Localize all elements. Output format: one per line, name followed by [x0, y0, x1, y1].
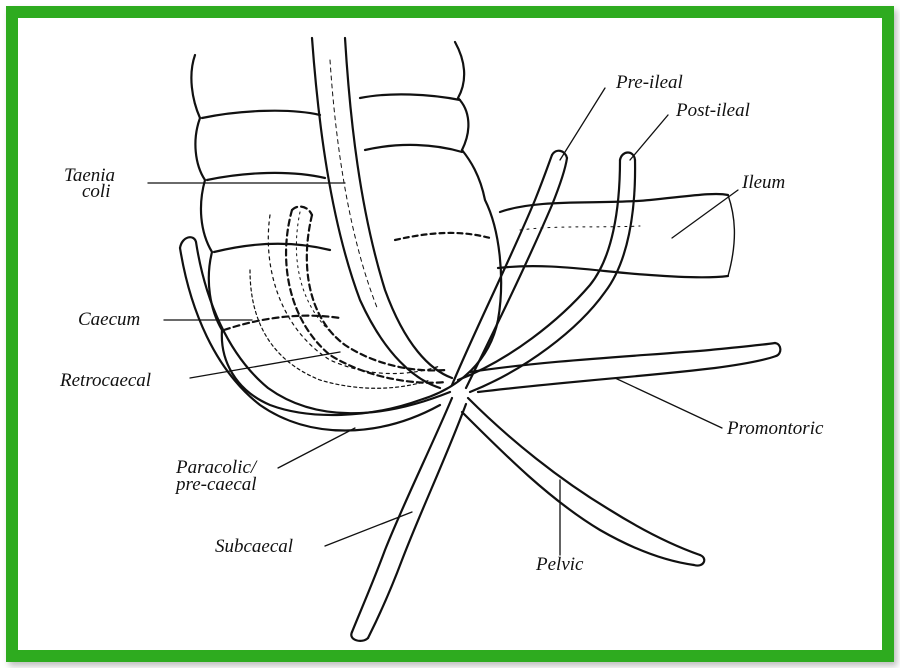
label-retrocaecal: Retrocaecal: [60, 371, 151, 390]
leader-pre-ileal: [560, 88, 605, 160]
caecum-drawing: [191, 42, 501, 415]
pelvic-appendix-drawing: [462, 398, 704, 566]
taenia-coli-drawing: [312, 38, 452, 388]
label-paracolic: Paracolic/ pre-caecal: [176, 459, 257, 493]
label-pre-ileal: Pre-ileal: [616, 73, 683, 92]
label-pelvic: Pelvic: [536, 555, 583, 574]
paracolic-appendix-drawing: [180, 237, 450, 430]
label-taenia-coli: Taenia coli: [64, 168, 115, 200]
label-taenia-coli-line2: coli: [64, 184, 115, 200]
label-subcaecal: Subcaecal: [215, 537, 293, 556]
label-promontoric: Promontoric: [727, 419, 823, 438]
leader-post-ileal: [630, 115, 668, 160]
leader-promontoric: [615, 378, 722, 428]
leader-retrocaecal: [190, 352, 340, 378]
leader-subcaecal: [325, 512, 412, 546]
pre-ileal-appendix-drawing: [452, 151, 567, 388]
subcaecal-appendix-drawing: [351, 398, 466, 641]
label-post-ileal: Post-ileal: [676, 101, 750, 120]
label-ileum: Ileum: [742, 173, 785, 192]
label-caecum: Caecum: [78, 310, 140, 329]
leader-paracolic: [278, 428, 355, 468]
label-paracolic-line2: pre-caecal: [176, 476, 257, 493]
